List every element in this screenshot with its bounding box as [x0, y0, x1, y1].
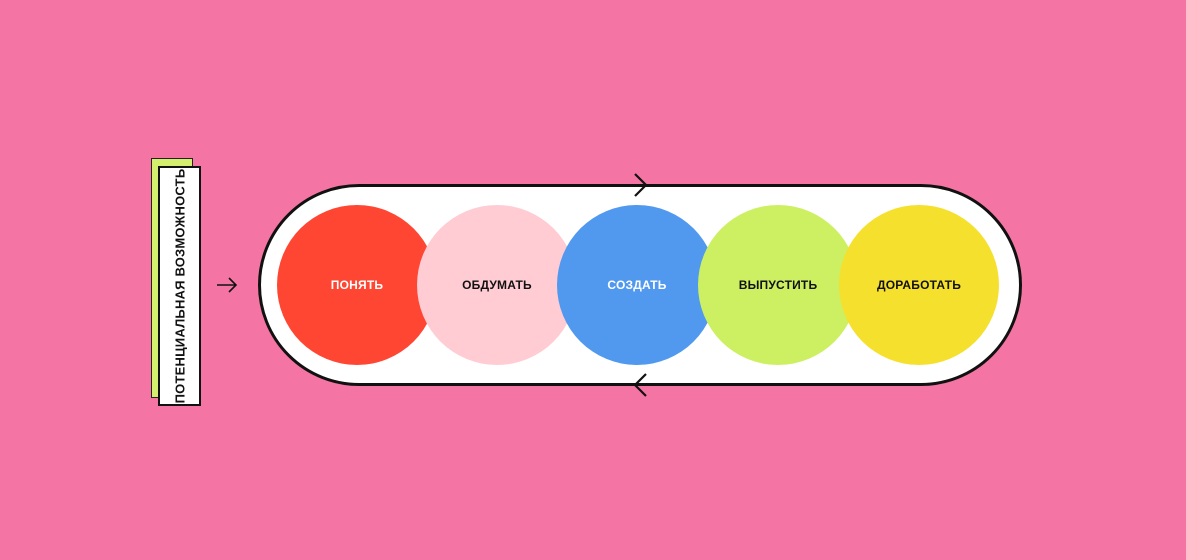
- label-card: ПОТЕНЦИАЛЬНАЯ ВОЗМОЖНОСТЬ: [158, 166, 201, 406]
- step-circle-4: ВЫПУСТИТЬ: [698, 205, 858, 365]
- step-circle-1: ПОНЯТЬ: [277, 205, 437, 365]
- step-circle-5: ДОРАБОТАТЬ: [839, 205, 999, 365]
- step-label: ПОНЯТЬ: [330, 278, 384, 292]
- step-label: ОБДУМАТЬ: [462, 278, 532, 292]
- step-circle-3: СОЗДАТЬ: [557, 205, 717, 365]
- step-label: СОЗДАТЬ: [607, 278, 667, 292]
- arrow-right-icon: [217, 277, 238, 293]
- chevron-left-icon: [633, 373, 647, 397]
- chevron-right-icon: [634, 173, 648, 197]
- step-circle-2: ОБДУМАТЬ: [417, 205, 577, 365]
- step-label: ВЫПУСТИТЬ: [738, 278, 818, 292]
- step-label: ДОРАБОТАТЬ: [876, 278, 962, 292]
- potential-opportunity-label: ПОТЕНЦИАЛЬНАЯ ВОЗМОЖНОСТЬ: [172, 168, 187, 404]
